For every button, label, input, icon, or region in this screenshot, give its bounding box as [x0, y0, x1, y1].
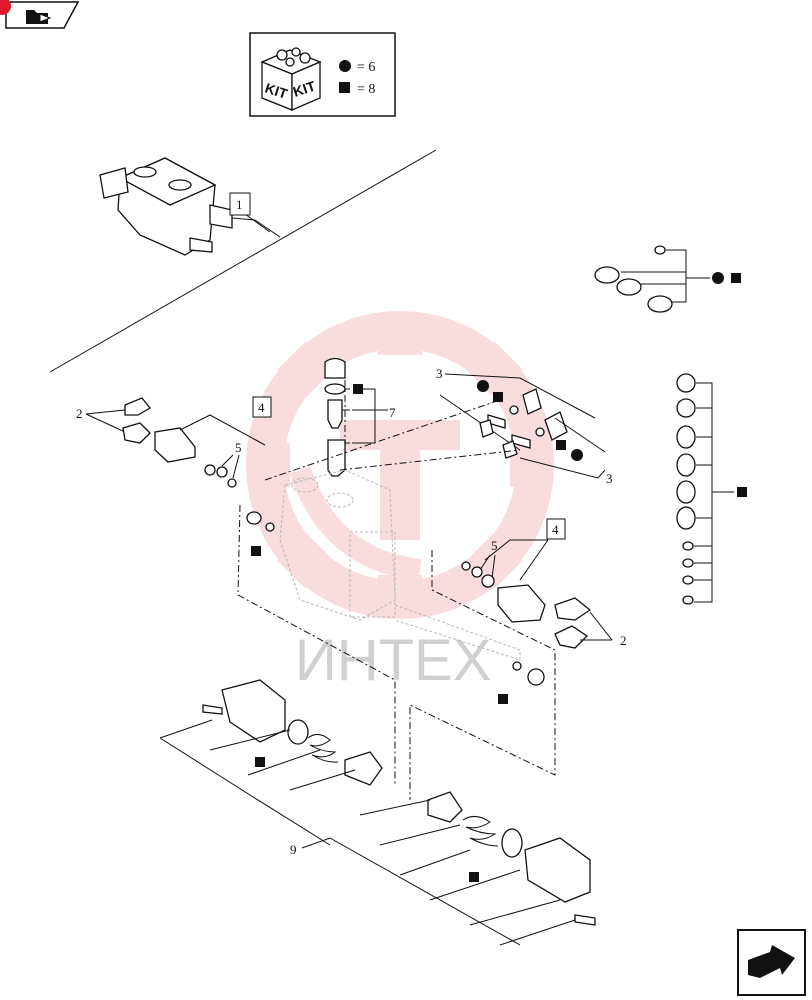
- square-kit-marker: [731, 273, 741, 283]
- o-ring-kit-group: [594, 245, 741, 313]
- watermark: ИНТЕХ: [246, 311, 554, 693]
- kit-word-left: KIT: [263, 80, 290, 102]
- callout-9: 9: [290, 842, 297, 857]
- centerline-right: [409, 550, 556, 800]
- small-seal-left: [246, 511, 275, 556]
- callout-2-right: 2: [620, 633, 627, 648]
- watermark-gear-logo: [246, 311, 554, 619]
- spool-cap-right: 4 5 2: [461, 518, 627, 649]
- kit-word-right: KIT: [291, 78, 318, 100]
- callout-box-1: [229, 192, 251, 216]
- valve-body-ghost: [279, 469, 521, 661]
- return-arrow-icon: [748, 945, 795, 978]
- small-seal-right: [498, 661, 545, 704]
- circle-kit-count: = 6: [357, 60, 375, 75]
- square-kit-marker: [498, 694, 508, 704]
- folder-arrow-icon: [26, 10, 52, 24]
- circle-kit-marker: [712, 272, 724, 284]
- kit-legend: KIT KIT = 6 = 8: [249, 32, 396, 117]
- callout-3-top: 3: [436, 366, 443, 381]
- callout-5-right: 5: [491, 538, 498, 553]
- kit-box-icon: KIT KIT: [260, 47, 322, 111]
- circle-kit-marker: [477, 380, 489, 392]
- centerline-cartridge-lower: [339, 449, 521, 471]
- callout-2-left: 2: [76, 406, 83, 421]
- square-kit-symbol: [339, 82, 350, 93]
- spool-cap-left: 2 4 5: [76, 396, 272, 488]
- centerline-left: [237, 504, 396, 785]
- square-kit-marker: [556, 440, 566, 450]
- spring-cap-assembly: 9: [159, 679, 596, 946]
- centerline-cartridge-upper: [264, 399, 501, 481]
- callout-1: 1: [236, 197, 243, 212]
- relief-valve-stack: 7: [324, 357, 396, 477]
- relief-cartridge-upper: 3: [436, 366, 596, 451]
- seal-stack-right: [676, 373, 747, 605]
- square-kit-marker: [737, 487, 747, 497]
- corner-red-badge: [0, 0, 11, 15]
- nav-badge-top-left[interactable]: [0, 0, 80, 29]
- callout-5-left: 5: [235, 440, 242, 455]
- square-kit-marker: [251, 546, 261, 556]
- nav-badge-bottom-right[interactable]: [737, 929, 806, 996]
- square-kit-marker: [469, 872, 479, 882]
- square-kit-marker: [255, 757, 265, 767]
- callout-3-bottom: 3: [606, 471, 613, 486]
- circle-kit-marker: [571, 449, 583, 461]
- callout-box-4-left: [252, 396, 272, 418]
- valve-section-assembly: 1: [49, 149, 437, 373]
- square-kit-marker: [493, 392, 503, 402]
- callout-4-left: 4: [258, 400, 265, 415]
- watermark-text: ИНТЕХ: [295, 628, 491, 693]
- square-kit-count: = 8: [357, 82, 375, 97]
- callout-7: 7: [389, 405, 396, 420]
- circle-kit-symbol: [339, 60, 351, 72]
- square-kit-marker: [353, 384, 363, 394]
- callout-box-4-right: [546, 518, 566, 540]
- relief-cartridge-lower: 3: [502, 411, 613, 486]
- callout-4-right: 4: [552, 522, 559, 537]
